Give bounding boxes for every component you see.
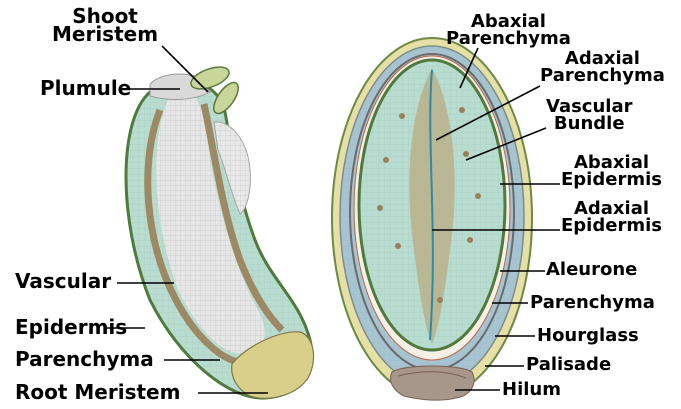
label-parenchyma-left: Parenchyma	[15, 349, 154, 369]
label-adaxial-epidermis: Adaxial Epidermis	[561, 201, 662, 234]
embryo-axis	[126, 63, 314, 399]
label-root-meristem: Root Meristem	[15, 382, 180, 402]
label-hilum: Hilum	[502, 381, 561, 399]
label-epidermis: Epidermis	[15, 317, 127, 337]
hilum-region	[391, 366, 475, 400]
label-adaxial-epidermis-line2: Epidermis	[561, 218, 662, 235]
label-abaxial-parenchyma: Abaxial Parenchyma	[446, 14, 571, 47]
label-hourglass: Hourglass	[537, 327, 639, 345]
label-palisade: Palisade	[526, 356, 611, 374]
label-vascular: Vascular	[15, 271, 111, 291]
label-adaxial-parenchyma: Adaxial Parenchyma	[540, 51, 665, 84]
label-adaxial-parenchyma-line2: Parenchyma	[540, 68, 665, 85]
label-parenchyma-right: Parenchyma	[530, 294, 655, 312]
label-aleurone: Aleurone	[546, 261, 637, 279]
label-vascular-bundle-line2: Bundle	[546, 116, 632, 133]
seed-section	[332, 38, 532, 400]
label-abaxial-parenchyma-line2: Parenchyma	[446, 31, 571, 48]
label-shoot-meristem-line2: Meristem	[52, 25, 158, 43]
label-abaxial-epidermis: Abaxial Epidermis	[561, 155, 662, 188]
label-vascular-bundle: Vascular Bundle	[546, 99, 632, 132]
label-shoot-meristem: Shoot Meristem	[52, 7, 158, 44]
label-plumule: Plumule	[40, 78, 131, 98]
label-abaxial-epidermis-line2: Epidermis	[561, 172, 662, 189]
